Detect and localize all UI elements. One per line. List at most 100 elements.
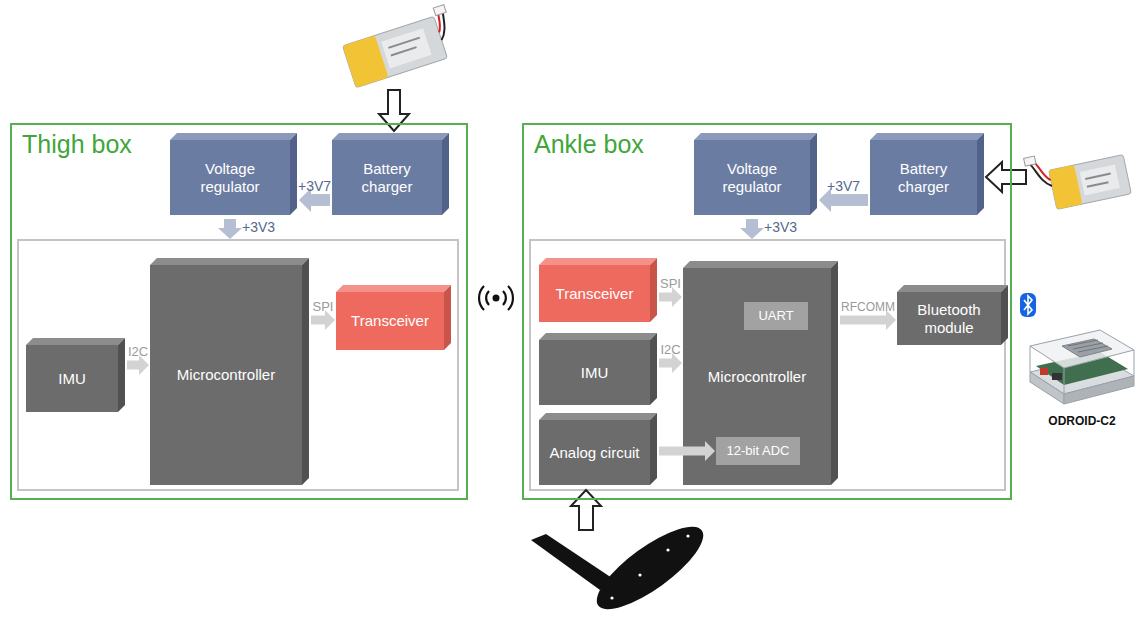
box-side-face [810, 133, 817, 215]
box-top-face [170, 133, 297, 140]
box-top-face [539, 413, 657, 420]
imu-box: IMU [539, 340, 650, 405]
supply-arrow [218, 219, 242, 239]
peripheral-box: UART [744, 302, 808, 330]
box-side-face [442, 133, 449, 215]
wireless-wave [503, 291, 506, 305]
box-fill [539, 333, 657, 405]
battery-sticker [381, 28, 431, 68]
sensor-housing: Voltage regulator Battery chargerIMU Micro… [10, 123, 468, 500]
box-face [870, 140, 977, 215]
peripheral-box: 12-bit ADC [716, 437, 800, 465]
box-top-face [336, 285, 451, 292]
box-label: Battery charger [878, 160, 969, 196]
input-arrow [986, 162, 1026, 192]
box-top-face [683, 261, 838, 268]
box-face [539, 420, 650, 485]
heatsink-fin [1078, 346, 1108, 352]
box-fill [170, 133, 297, 215]
bus-label: I2C [660, 342, 680, 357]
case-edge [1030, 346, 1031, 372]
regulator-box: Voltage regulator [694, 140, 810, 215]
insole-sole [586, 513, 714, 622]
box-side-face [650, 258, 657, 322]
box-face [539, 340, 650, 405]
sensor-housing: Voltage regulator Battery chargerTranscei… [522, 123, 1012, 500]
box-face [170, 140, 290, 215]
box-label: Microcontroller [708, 368, 806, 386]
wireless-wave [486, 291, 489, 305]
battery-connector [433, 5, 446, 16]
box-label: Transceiver [556, 285, 634, 303]
battery-photo [340, 5, 460, 88]
box-title: Ankle box [534, 130, 644, 159]
case-lid [1030, 330, 1134, 368]
box-fill [897, 285, 1008, 345]
pressure-point [686, 534, 689, 537]
box-top-face [332, 133, 449, 140]
case-edge [1064, 368, 1065, 394]
sticker-line [391, 47, 417, 55]
box-label: Analog circuit [549, 444, 639, 462]
signal-arrow [659, 441, 715, 461]
box-fill [150, 258, 309, 485]
transceiver-box: Transceiver [336, 292, 444, 350]
sticker-line [388, 38, 419, 48]
pressure-point [666, 548, 669, 551]
imu-box: IMU [26, 345, 118, 412]
case-edge [1134, 350, 1135, 376]
battery-wrap [343, 35, 389, 87]
box-label: Transceiver [351, 312, 429, 330]
bus-label: SPI [660, 276, 681, 291]
pressure-point [638, 573, 641, 576]
box-side-face [290, 133, 297, 215]
box-fill [539, 413, 657, 485]
box-top-face [539, 258, 657, 265]
supply-label: +3V3 [764, 219, 797, 235]
analog-box: Analog circuit [539, 420, 650, 485]
box-face [26, 345, 118, 412]
box-label: Battery charger [340, 160, 434, 196]
box-side-face [118, 338, 125, 412]
wireless-dot [493, 295, 500, 302]
box-fill [332, 133, 449, 215]
board-port [1040, 368, 1048, 375]
box-top-face [870, 133, 984, 140]
box-side-face [1001, 285, 1008, 345]
bluetooth-rune [1024, 296, 1032, 314]
box-top-face [694, 133, 817, 140]
insole-sensor [531, 513, 714, 622]
box-top-face [539, 333, 657, 340]
box-fill [336, 285, 451, 350]
box-label: IMU [58, 370, 86, 388]
box-label: Voltage regulator [178, 160, 282, 196]
box-face [336, 292, 444, 350]
bluetooth-badge [1020, 293, 1036, 317]
box-label: Microcontroller [177, 366, 275, 384]
box-fill [26, 338, 125, 412]
box-face [332, 140, 442, 215]
box-face [897, 292, 1001, 345]
wireless-wave [479, 286, 484, 310]
box-face [716, 437, 800, 465]
insole-strap [531, 534, 612, 590]
charger-box: Battery charger [870, 140, 977, 215]
box-fill [744, 302, 808, 330]
board-frame [18, 240, 458, 490]
bluetooth-icon [1020, 293, 1036, 317]
bus-label: I2C [128, 344, 148, 359]
voltage-label: +3V7 [298, 178, 331, 194]
mcu-box: UART 12-bit ADC Microcontroller [683, 268, 831, 485]
device-label: ODROID-C2 [1048, 414, 1115, 428]
charger-box: Battery charger [332, 140, 442, 215]
box-side-face [977, 133, 984, 215]
wireless-wave [508, 286, 513, 310]
heatsink [1062, 339, 1112, 357]
board-port [1052, 373, 1062, 380]
box-side-face [650, 333, 657, 405]
box-label: 12-bit ADC [727, 443, 790, 459]
battery-wrap [1049, 165, 1083, 210]
box-label: UART [758, 308, 793, 324]
box-top-face [26, 338, 125, 345]
